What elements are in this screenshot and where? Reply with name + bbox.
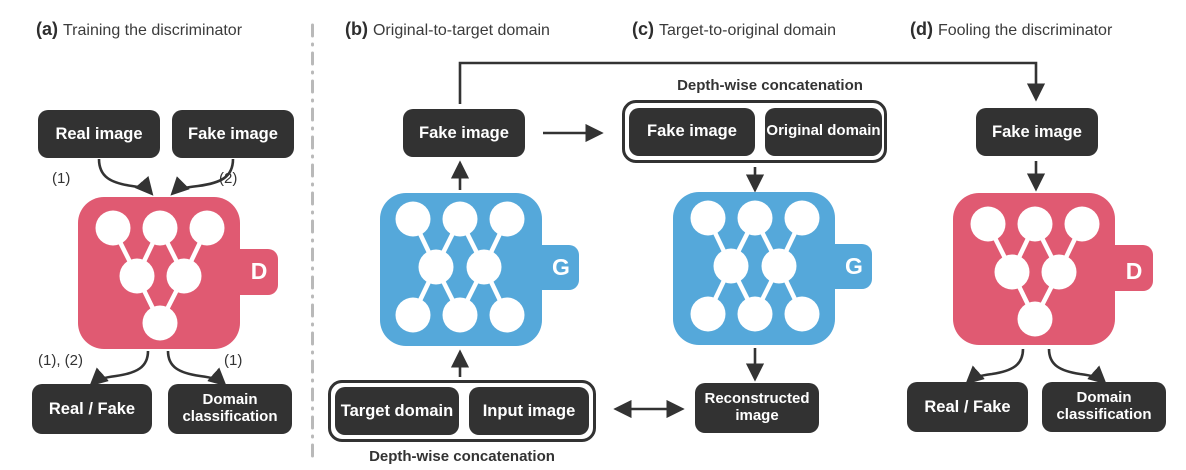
flow-arrows bbox=[450, 61, 1107, 419]
discriminator-label-a: D bbox=[250, 258, 268, 284]
fake-image-box-a: Fake image bbox=[172, 110, 294, 158]
arrow-fake-image-b-to-d bbox=[458, 61, 1046, 104]
panel-a-title-text: Training the discriminator bbox=[63, 22, 243, 39]
fake-image-box-d: Fake image bbox=[976, 108, 1098, 156]
real-image-box-a: Real image bbox=[38, 110, 160, 158]
panel-c-title: (c) Target-to-original domain bbox=[632, 19, 836, 40]
real-fake-box-a: Real / Fake bbox=[32, 384, 152, 434]
panel-d-tag: (d) bbox=[910, 19, 933, 39]
target-domain-box: Target domain bbox=[335, 387, 459, 435]
discriminator-network-d bbox=[953, 193, 1153, 345]
panel-d-title-text: Fooling the discriminator bbox=[937, 22, 1113, 39]
generator-network-c bbox=[673, 192, 872, 345]
depthwise-concat-box-b: Target domain Input image bbox=[328, 380, 596, 442]
arrow-label-1-2-bottom: (1), (2) bbox=[38, 352, 83, 369]
domain-classification-box-a: Domain classification bbox=[168, 384, 292, 434]
arrow-d-to-real-fake bbox=[89, 350, 150, 387]
panel-b-title-text: Original-to-target domain bbox=[372, 22, 550, 39]
panel-c-title-text: Target-to-original domain bbox=[659, 22, 836, 39]
fake-image-box-c: Fake image bbox=[629, 107, 755, 156]
panel-b-tag: (b) bbox=[345, 19, 368, 39]
generator-label-c: G bbox=[845, 253, 863, 279]
arrow-fake-image-to-d bbox=[170, 158, 235, 196]
reconstructed-image-box: Reconstructed image bbox=[695, 383, 819, 433]
original-domain-box: Original domain bbox=[765, 107, 882, 156]
generator-network-b bbox=[380, 193, 579, 346]
input-image-box: Input image bbox=[469, 387, 589, 435]
panel-c-tag: (c) bbox=[632, 19, 654, 39]
fake-image-box-b: Fake image bbox=[403, 109, 525, 157]
arrow-d-to-domain-classification bbox=[166, 350, 227, 387]
panel-d-title: (d)Fooling the discriminator bbox=[910, 19, 1112, 40]
panel-b-title: (b)Original-to-target domain bbox=[345, 19, 550, 40]
real-fake-box-d: Real / Fake bbox=[907, 382, 1028, 432]
arrow-label-1-top: (1) bbox=[52, 170, 71, 187]
domain-classification-box-d: Domain classification bbox=[1042, 382, 1166, 432]
arrow-label-2-top: (2) bbox=[219, 170, 238, 187]
panel-a-tag: (a) bbox=[36, 19, 58, 39]
panel-a-arrows bbox=[89, 158, 235, 387]
arrow-label-1-bottom: (1) bbox=[224, 352, 243, 369]
depthwise-concat-caption-c: Depth-wise concatenation bbox=[677, 77, 863, 94]
arrow-d-to-domain-classification-d bbox=[1047, 348, 1107, 385]
discriminator-network-a bbox=[78, 197, 278, 349]
arrow-d-to-real-fake-d bbox=[965, 348, 1025, 385]
depthwise-concat-caption-b: Depth-wise concatenation bbox=[369, 448, 555, 465]
discriminator-label-d: D bbox=[1125, 258, 1143, 284]
panel-a-title: (a) Training the discriminator bbox=[36, 19, 242, 40]
depthwise-concat-box-c: Fake image Original domain bbox=[622, 100, 887, 163]
arrow-real-image-to-d bbox=[97, 158, 154, 196]
generator-label-b: G bbox=[552, 254, 570, 280]
